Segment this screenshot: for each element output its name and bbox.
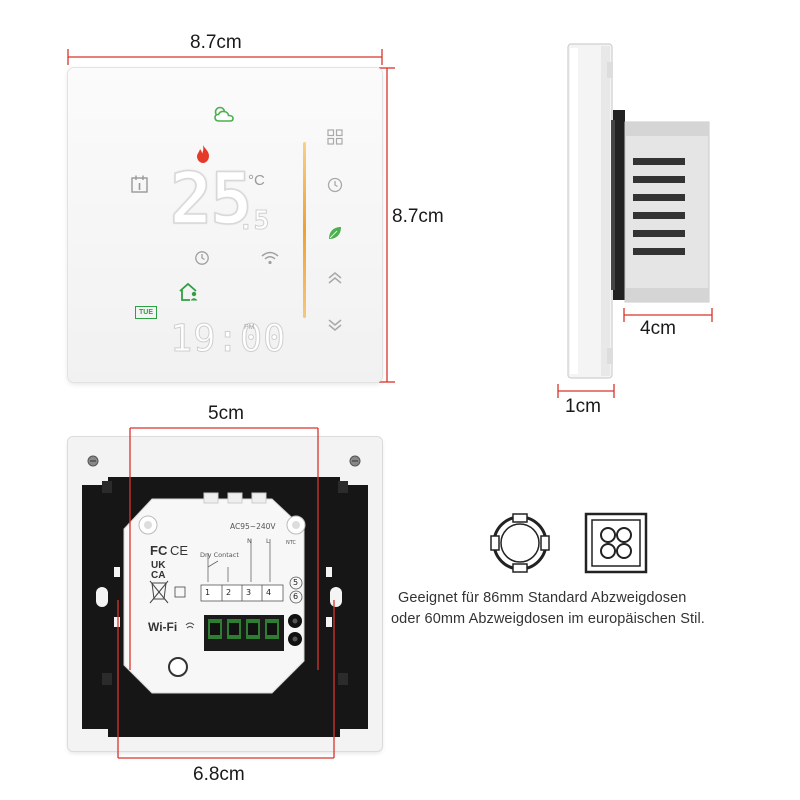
front-width-label: 8.7cm <box>190 32 242 53</box>
back-bottom-label: 6.8cm <box>193 764 245 785</box>
timer-icon[interactable] <box>326 176 344 194</box>
home-person-icon <box>179 282 198 301</box>
wifi-icon <box>261 251 279 265</box>
time-display: 19:00 <box>169 317 287 360</box>
dry-contact-label: Dry Contact <box>200 551 239 559</box>
side-panel-dimension <box>557 384 615 398</box>
front-height-dimension <box>379 67 395 383</box>
ukca-mark-bottom: CA <box>151 570 166 581</box>
terminal-6: 6 <box>293 592 299 601</box>
front-width-dimension <box>67 49 383 65</box>
chevron-down-icon[interactable] <box>325 315 345 335</box>
front-height-label: 8.7cm <box>392 206 444 227</box>
cloud-sun-icon[interactable] <box>212 104 238 124</box>
ce-mark: CE <box>170 543 189 558</box>
ntc-label: NTC <box>286 540 296 546</box>
back-inner-dimension <box>129 427 319 670</box>
temperature-decimal: .5 <box>237 206 270 237</box>
side-depth-dimension <box>623 308 713 322</box>
terminal-5: 5 <box>293 578 299 587</box>
terminal-2: 2 <box>226 588 232 597</box>
temperature-unit: °C <box>248 172 265 189</box>
terminal-4: 4 <box>266 588 272 597</box>
fc-mark: FC <box>150 543 168 558</box>
side-depth-label: 4cm <box>640 318 676 339</box>
voltage-label: AC95~240V <box>230 522 276 531</box>
back-plate-drawing <box>82 455 368 737</box>
side-panel-label: 1cm <box>565 396 601 417</box>
leaf-icon[interactable] <box>326 224 344 242</box>
temperature-main: 25 <box>169 158 253 240</box>
n-label: N <box>247 537 252 545</box>
ukca-mark-top: UK <box>151 560 166 571</box>
caption-line-1: Geeignet für 86mm Standard Abzweigdosen <box>398 590 687 606</box>
back-bottom-dimension <box>117 600 335 759</box>
square-junction-box-icon <box>584 512 648 574</box>
time-suffix: PM <box>244 324 255 331</box>
wifi-label: Wi-Fi <box>148 620 178 634</box>
weekday-badge: TUE <box>135 306 157 319</box>
menu-grid-icon[interactable] <box>326 128 344 146</box>
l-label: L <box>266 537 270 545</box>
side-profile-drawing <box>567 43 710 379</box>
clock-icon <box>195 251 209 265</box>
flame-icon <box>197 145 209 163</box>
caption-line-2: oder 60mm Abzweigdosen im europäischen S… <box>391 611 705 627</box>
chevron-up-icon[interactable] <box>325 268 345 288</box>
back-inner-label: 5cm <box>208 403 244 424</box>
accent-bar <box>303 142 306 318</box>
terminal-3: 3 <box>246 588 252 597</box>
calendar-icon[interactable] <box>130 174 150 194</box>
round-junction-box-icon <box>490 513 550 573</box>
terminal-1: 1 <box>205 588 211 597</box>
